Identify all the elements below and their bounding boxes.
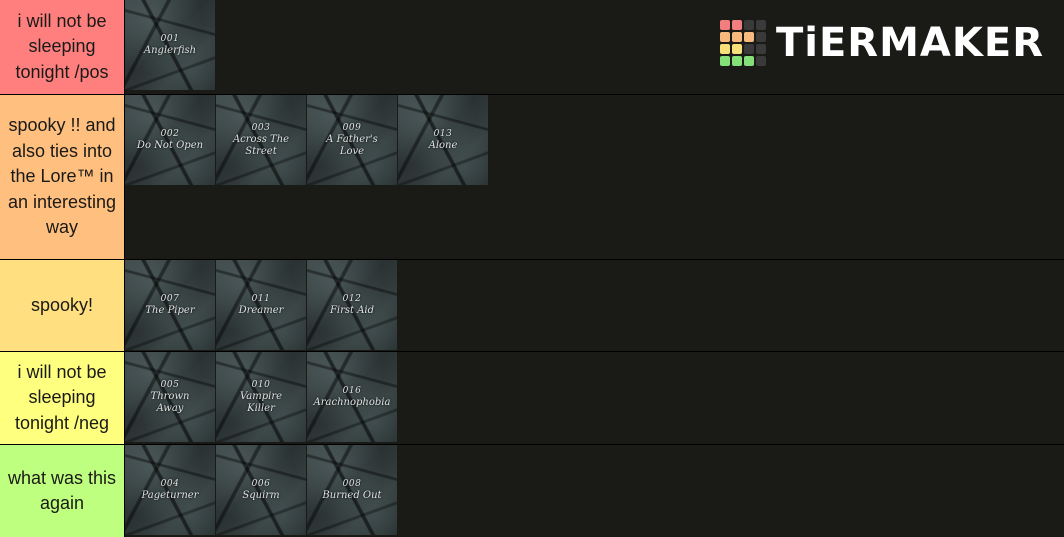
tier-items: 005 Thrown Away 010 Vampire Killer 016 A… (125, 352, 1064, 444)
logo-grid-square (731, 44, 742, 54)
logo-grid-square (719, 44, 730, 54)
tier-item-card[interactable]: 003 Across The Street (216, 95, 306, 185)
logo-text: TiERMAKER (775, 20, 1044, 66)
tier-items: 002 Do Not Open 003 Across The Street 00… (125, 95, 1064, 259)
tier-row: i will not be sleeping tonight /neg 005 … (0, 351, 1064, 444)
tier-item-card[interactable]: 016 Arachnophobia (307, 352, 397, 442)
tier-item-card[interactable]: 004 Pageturner (125, 445, 215, 535)
tier-label[interactable]: what was this again (0, 445, 125, 537)
logo-grid-icon (719, 20, 766, 66)
tier-items: 001 Anglerfish (125, 0, 1064, 94)
tier-item-card[interactable]: 005 Thrown Away (125, 352, 215, 442)
tier-item-card[interactable]: 001 Anglerfish (125, 0, 215, 90)
item-title: Anglerfish (143, 45, 197, 56)
logo-grid-square (731, 32, 742, 42)
logo-grid-square (731, 20, 742, 30)
item-number: 002 (160, 129, 180, 139)
tier-label[interactable]: spooky !! and also ties into the Lore™ i… (0, 95, 125, 259)
item-number: 013 (433, 129, 453, 139)
logo-grid-square (755, 44, 766, 54)
tier-item-card[interactable]: 009 A Father's Love (307, 95, 397, 185)
tier-row: what was this again 004 Pageturner 006 S… (0, 444, 1064, 537)
logo-grid-square (731, 56, 742, 66)
item-title: Burned Out (322, 490, 382, 501)
tier-row: spooky! 007 The Piper 011 Dreamer 012 Fi… (0, 259, 1064, 351)
item-number: 001 (160, 34, 180, 44)
item-title: Squirm (242, 490, 280, 501)
logo-grid-square (755, 20, 766, 30)
logo-grid-square (719, 56, 730, 66)
item-number: 016 (342, 386, 362, 396)
item-number: 004 (160, 479, 180, 489)
item-title: Thrown Away (150, 391, 190, 414)
item-title: Do Not Open (136, 140, 204, 151)
tier-item-card[interactable]: 011 Dreamer (216, 260, 306, 350)
tier-items: 004 Pageturner 006 Squirm 008 Burned Out (125, 445, 1064, 537)
tier-items: 007 The Piper 011 Dreamer 012 First Aid (125, 260, 1064, 351)
logo-grid-square (719, 20, 730, 30)
tier-label[interactable]: i will not be sleeping tonight /neg (0, 352, 125, 444)
logo-grid-square (755, 32, 766, 42)
logo-grid-square (743, 20, 754, 30)
tier-item-card[interactable]: 010 Vampire Killer (216, 352, 306, 442)
item-title: First Aid (329, 305, 375, 316)
tier-item-card[interactable]: 008 Burned Out (307, 445, 397, 535)
item-title: Pageturner (141, 490, 199, 501)
tier-row: i will not be sleeping tonight /pos 001 … (0, 0, 1064, 94)
logo-grid-square (743, 44, 754, 54)
item-number: 010 (251, 380, 271, 390)
item-number: 007 (160, 294, 180, 304)
tier-label[interactable]: i will not be sleeping tonight /pos (0, 0, 125, 94)
logo-grid-square (743, 56, 754, 66)
item-title: The Piper (145, 305, 195, 316)
logo-grid-square (719, 32, 730, 42)
logo-grid-square (755, 56, 766, 66)
tier-item-card[interactable]: 012 First Aid (307, 260, 397, 350)
tier-item-card[interactable]: 007 The Piper (125, 260, 215, 350)
item-title: Arachnophobia (313, 397, 391, 408)
tier-row: spooky !! and also ties into the Lore™ i… (0, 94, 1064, 259)
tier-item-card[interactable]: 006 Squirm (216, 445, 306, 535)
item-title: Dreamer (238, 305, 284, 316)
item-number: 008 (342, 479, 362, 489)
tier-item-card[interactable]: 002 Do Not Open (125, 95, 215, 185)
tiermaker-logo[interactable]: TiERMAKER (719, 20, 1044, 66)
item-number: 012 (342, 294, 362, 304)
item-title: A Father's Love (326, 134, 378, 157)
item-number: 006 (251, 479, 271, 489)
item-title: Alone (428, 140, 458, 151)
tier-item-card[interactable]: 013 Alone (398, 95, 488, 185)
item-number: 003 (251, 123, 271, 133)
item-number: 009 (342, 123, 362, 133)
item-title: Vampire Killer (239, 391, 283, 414)
item-number: 005 (160, 380, 180, 390)
item-title: Across The Street (232, 134, 290, 157)
tier-label[interactable]: spooky! (0, 260, 125, 351)
item-number: 011 (251, 294, 271, 304)
logo-grid-square (743, 32, 754, 42)
